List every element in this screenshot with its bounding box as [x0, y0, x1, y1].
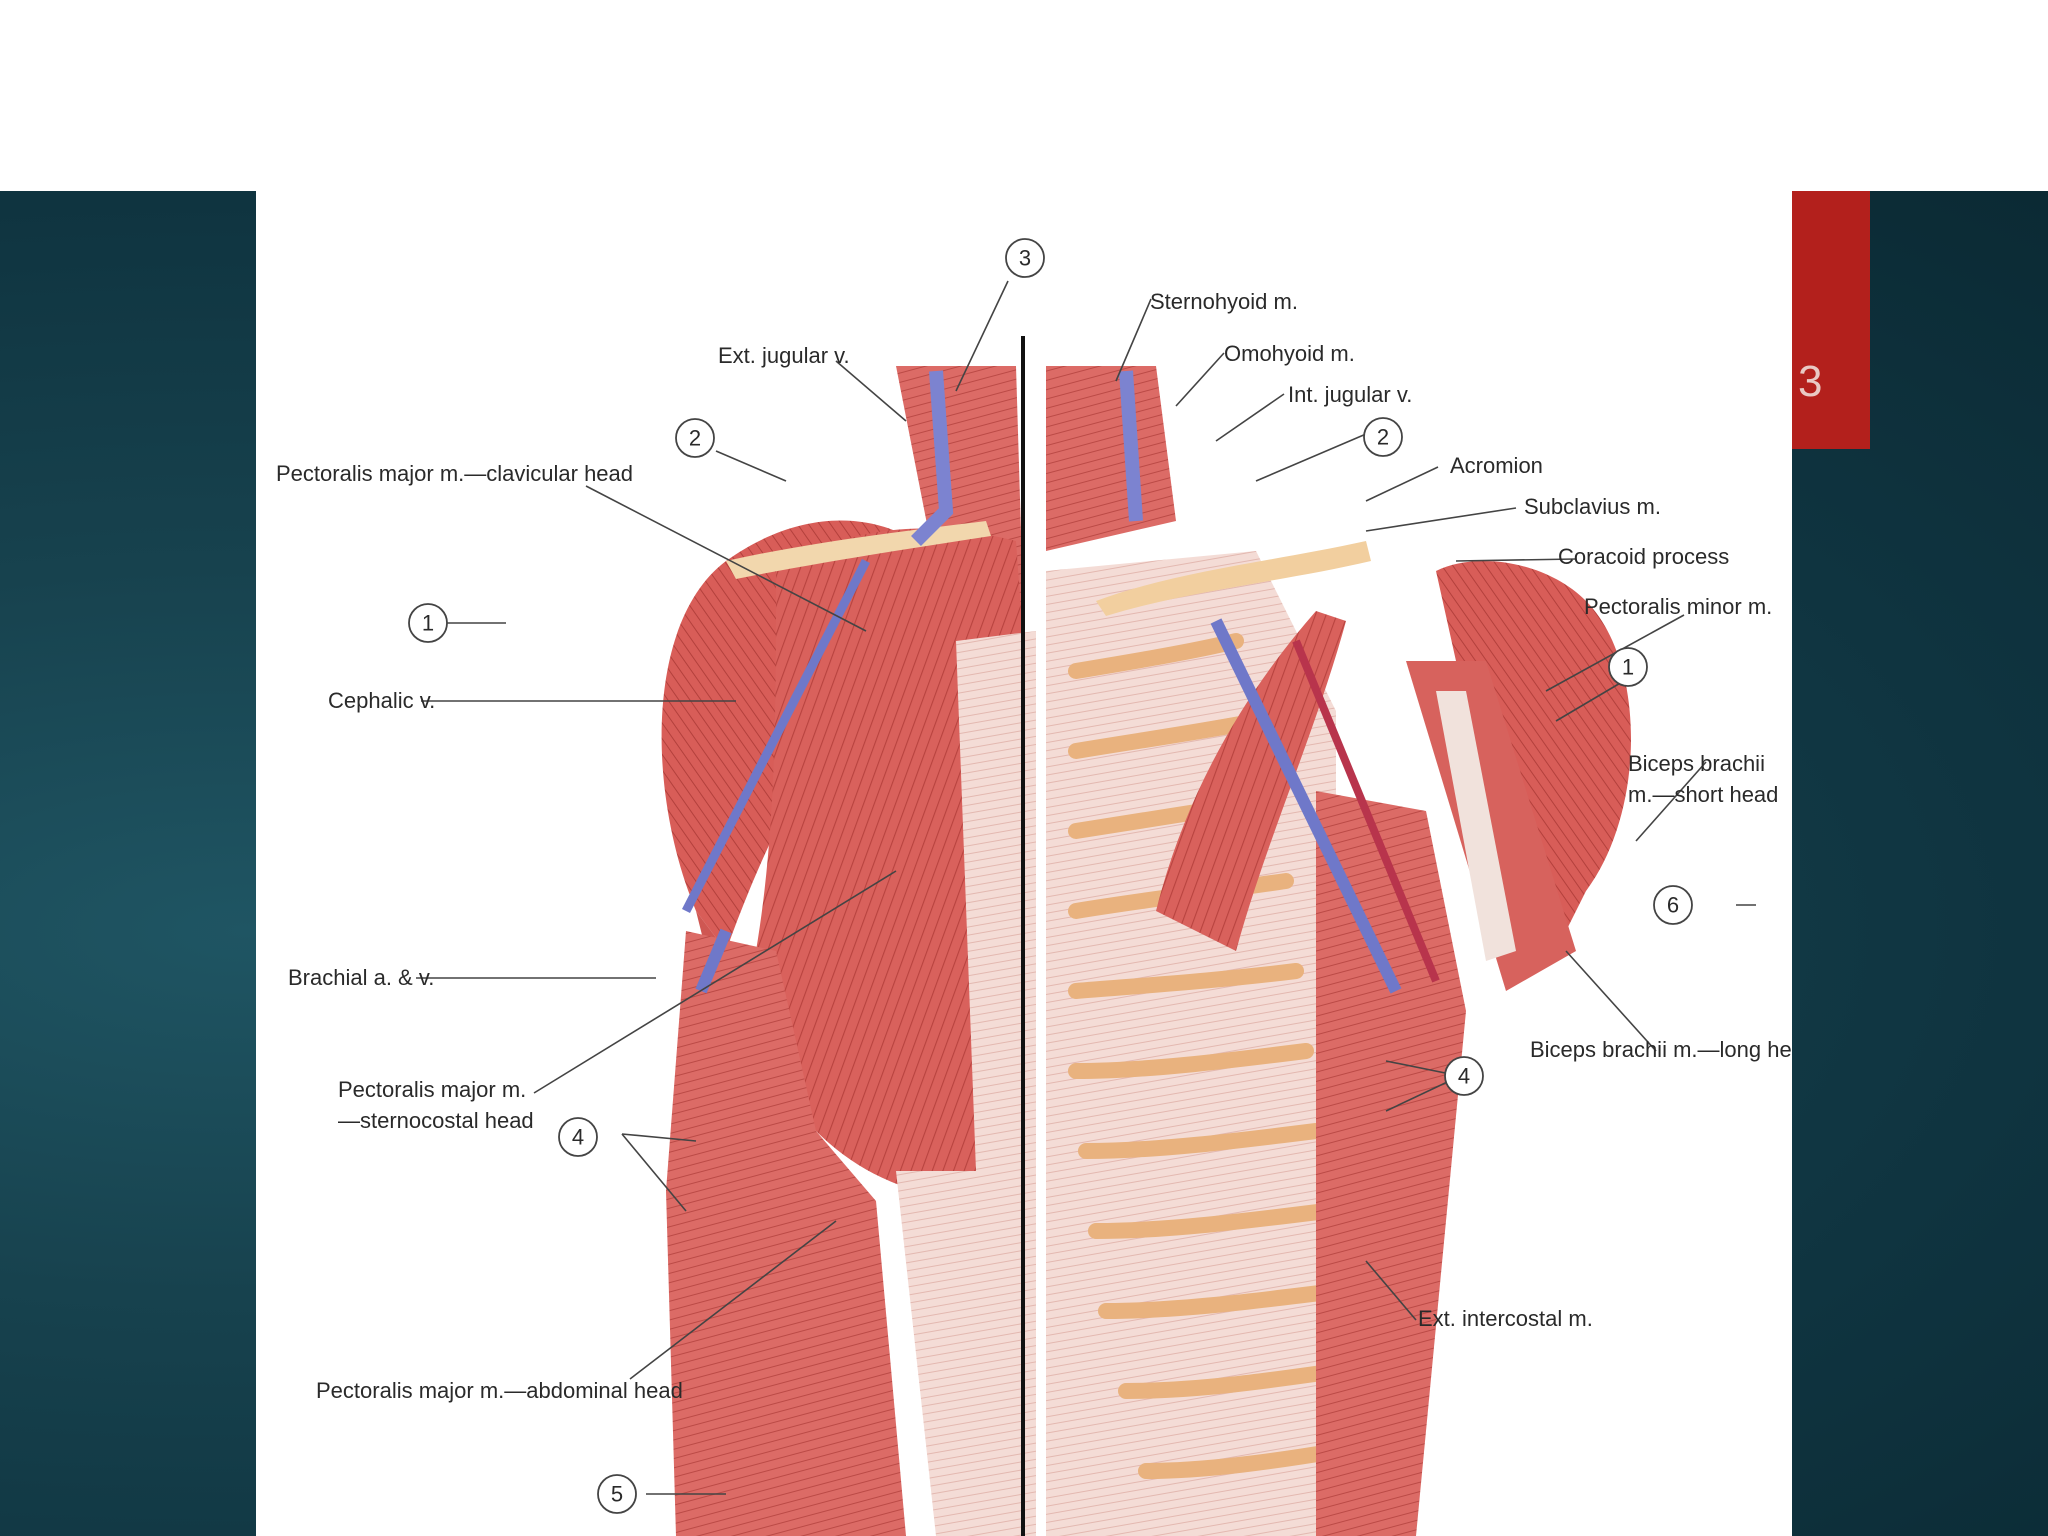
- label-ext-jugular: Ext. jugular v.: [718, 343, 850, 368]
- svg-text:2: 2: [1377, 425, 1389, 450]
- callout-4-right: 4: [1444, 1056, 1484, 1096]
- right-neck-muscles: [1046, 366, 1176, 551]
- label-pectoralis-sternocostal-2: —sternocostal head: [338, 1108, 534, 1133]
- label-pectoralis-abdominal: Pectoralis major m.—abdominal head: [316, 1378, 683, 1403]
- label-int-jugular: Int. jugular v.: [1288, 382, 1412, 407]
- svg-text:2: 2: [689, 426, 701, 451]
- callout-1-right: 1: [1608, 647, 1648, 687]
- svg-text:1: 1: [422, 611, 434, 636]
- label-biceps-short-2: m.—short head: [1628, 782, 1778, 807]
- label-coracoid: Coracoid process: [1558, 544, 1729, 569]
- label-acromion: Acromion: [1450, 453, 1543, 478]
- svg-text:1: 1: [1622, 655, 1634, 680]
- label-biceps-long: Biceps brachii m.—long head: [1530, 1037, 1792, 1062]
- svg-text:4: 4: [1458, 1064, 1470, 1089]
- label-omohyoid: Omohyoid m.: [1224, 341, 1355, 366]
- callout-2-left: 2: [675, 418, 715, 458]
- callout-6: 6: [1653, 885, 1693, 925]
- left-serratus-anterior: [666, 931, 906, 1536]
- left-rectus-sheath: [896, 1171, 1036, 1536]
- page-number-tab: [1792, 191, 1870, 449]
- callout-4-left: 4: [558, 1117, 598, 1157]
- chest-muscles-illustration: 3 2 2 1 1 6 4 4 5 Ext. jugular v. Pector…: [276, 238, 1792, 1536]
- pectoralis-minor: [1156, 611, 1346, 951]
- label-brachial: Brachial a. & v.: [288, 965, 434, 990]
- callout-2-right: 2: [1363, 417, 1403, 457]
- callout-3-top: 3: [1005, 238, 1045, 278]
- svg-text:5: 5: [611, 1482, 623, 1507]
- svg-text:3: 3: [1019, 246, 1031, 271]
- callout-5: 5: [597, 1474, 637, 1514]
- label-sternohyoid: Sternohyoid m.: [1150, 289, 1298, 314]
- callout-1-left: 1: [408, 603, 448, 643]
- label-pectoralis-clavicular: Pectoralis major m.—clavicular head: [276, 461, 633, 486]
- label-biceps-short-1: Biceps brachii: [1628, 751, 1765, 776]
- page-number: 3: [1798, 357, 1823, 406]
- label-pectoralis-minor: Pectoralis minor m.: [1584, 594, 1772, 619]
- label-subclavius: Subclavius m.: [1524, 494, 1661, 519]
- right-deltoid: [1436, 561, 1631, 951]
- label-cephalic: Cephalic v.: [328, 688, 435, 713]
- svg-text:4: 4: [572, 1125, 584, 1150]
- label-pectoralis-sternocostal-1: Pectoralis major m.: [338, 1077, 526, 1102]
- anatomy-figure: 3 2 2 1 1 6 4 4 5 Ext. jugular v. Pector…: [256, 191, 1792, 1536]
- svg-text:6: 6: [1667, 893, 1679, 918]
- label-ext-intercostal: Ext. intercostal m.: [1418, 1306, 1593, 1331]
